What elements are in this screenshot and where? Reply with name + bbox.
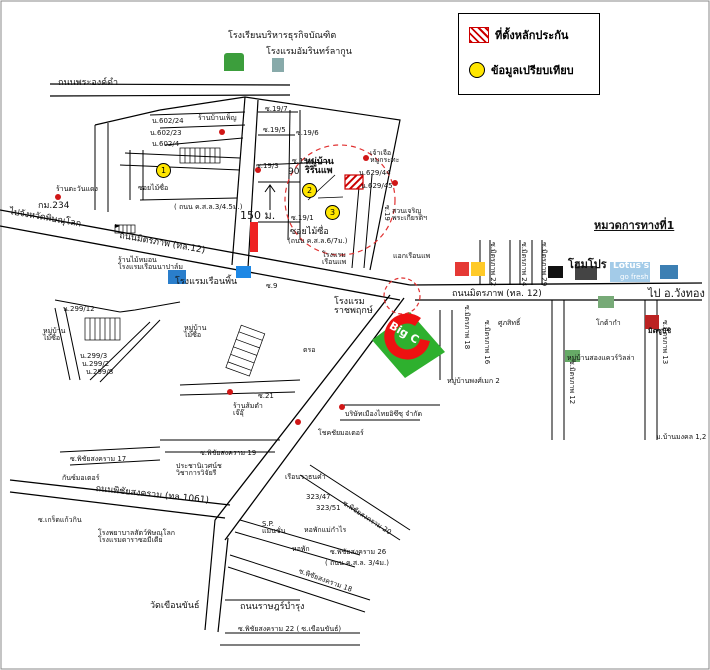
place-wat: วัดเขือนขันธ์ [150,601,200,611]
soi-ps17: ซ.พิชัยสงคราม 17 [70,455,127,463]
marker-1[interactable]: 1 [156,163,171,178]
soi-m29: ซ.มิตรภาพ 29 [540,242,548,287]
marker-3[interactable]: 3 [325,205,340,220]
place-shop-tamkhai: ร้านส้มตำ เจ๊อุ๊ [233,402,263,417]
bigc-logo [372,312,445,378]
place-hospital: โรงพยาบาลสัตว์พิษณุโลก โรงแรมดาราซอมีเดี… [98,529,176,544]
place-jiwon: เจ้าเจือ หมูกระทะ [370,149,400,164]
place-shop-kanna: กันซ์มอเตอร์ [62,474,100,482]
school-icon [224,53,244,71]
soi-19-1: ซ.19/1 [291,214,314,222]
label-150m: 150 ม. [240,209,276,222]
place-shop-taward: ร้านตะวันแดง [56,185,98,193]
soi-ps26: ซ.พิชัยสงคราม 26 [330,548,387,556]
soi-m22: ซ.มิตรภาพ 22 [489,242,497,287]
road-to-wangthong: ไป อ.วังทอง [648,287,705,300]
legend-collateral: ที่ตั้งหลักประกัน [469,26,568,44]
place-baan-porpiam: ม.บ้านมงคล 1,2 [656,433,707,441]
place-highway1: หมวดการทางที่1 [594,219,675,232]
place-village-maisue2: หมู่บ้าน ไม้ซื่อ [184,324,207,339]
soi-m16: ซ.มิตรภาพ 16 [483,320,491,365]
hotel-icon [272,58,284,72]
soi-maisue-road: (ถนน ค.ส.ล.6/7ม.) [288,237,348,245]
place-dorm-chai: หอพักแม่กำไร [304,526,347,534]
place-school-top: โรงเรียนบริหารธุรกิจบัณฑิต [228,31,337,41]
place-ekruenpae: แอกเรือนแพ [393,252,431,260]
place-kotreasure: ซ.เกร็ดแก้วกิน [38,516,82,524]
soi-19-6: ซ.19/6 [296,129,319,137]
soi-19-3: ซ.19/3 [256,162,279,170]
place-n629-45: น.629/45 [361,182,393,190]
place-village-pong: หมู่บ้านพงศ์เมก 2 [447,377,500,385]
road-ratcha-bamrung: ถนนราษฎร์บำรุง [240,602,305,612]
place-n323-51: 323/51 [316,504,341,512]
legend-comparison-label: ข้อมูลเปรียบเทียบ [491,64,574,77]
place-shop-phen: ร้านบ้านเพ็ญ [198,114,237,122]
legend-collateral-label: ที่ตั้งหลักประกัน [495,29,569,42]
place-sukhsit: ศูภสิทธิ์ [498,319,521,327]
place-village-maisue: หมู่บ้าน ไม้ซื่อ [43,327,66,342]
place-sp-mansion: S.P. แมนชั่น [262,520,286,535]
place-hotel-ruenphae: โรงแรมเรือนพิ้น [175,277,238,287]
place-dorm: หอพัก [292,545,310,553]
place-mitsu: มิตซูบิชิ [648,327,672,335]
yellow-dot-icon [469,62,485,78]
label-90: 90 [288,167,300,177]
place-lotus-sub: go fresh [620,273,649,281]
road-mittraphap-e: ถนนมิตรภาพ (ทล. 12) [452,289,542,299]
soi-ps19: ซ.พิชัยสงคราม 19 [200,449,257,457]
place-school-ruenpae: โรงแรม เรือนแพ [322,251,347,266]
place-n602-4: น.602/4 [152,140,180,148]
place-garden: สวนเจริญ พระเกียรติฯ [392,207,428,222]
place-n299-8: น.299/8 [86,368,114,376]
place-kota: โกต้ากำ [596,319,621,327]
place-n602-23: น.602/23 [150,129,182,137]
road-phra-ong-dam: ถนนพระองค์ดำ [58,78,119,88]
soi-9: ซ.9 [266,282,278,290]
place-n299-2: น.299/2 [82,360,110,368]
soi-19-4: ซ.19/4 [292,157,315,165]
soi-m18: ซ.มิตรภาพ 18 [463,305,471,350]
soi-m12: ซ.มิตรภาพ 12 [568,360,576,405]
place-n629-44: น.629/44 [359,169,391,177]
map-legend: ที่ตั้งหลักประกัน ข้อมูลเปรียบเทียบ [458,13,600,95]
soi-ps26-road: ( ถนน ค.ส.ล. 3/4ม.) [325,559,389,567]
legend-comparison: ข้อมูลเปรียบเทียบ [469,61,574,79]
place-prachaniwet: ประชานิเวศน์ช วิชาการวิจัยรี [176,462,222,477]
place-lotus: Lotus's [613,261,650,271]
soi-maisue: ซอยไม้ซื่อ [290,227,329,237]
hatch-swatch-icon [469,27,489,43]
place-n299-12: น.299/12 [63,305,95,313]
place-village-rinpa: หมู่บ้าน ริรินแพ [305,157,334,176]
place-village-songkhwae: หมู่บ้านสองแควร์วิลล่า [567,354,635,362]
road-km234: กม.234 [38,201,70,211]
place-n602-24: น.602/24 [152,117,184,125]
soi-21: ซ.21 [258,392,274,400]
place-hotel-rachapruek: โรงแรม ราชพฤกษ์ [334,297,373,316]
place-homepro: โฮมโปร [568,258,607,271]
soi-m19: ซ.19 [383,205,391,221]
place-n299-3: น.299/3 [80,352,108,360]
soi-19-5: ซ.19/5 [263,126,286,134]
soi-m24: ซ.มิตรภาพ 24 [520,242,528,287]
place-soi-maisue: ซอยไม้ซื่อ [138,184,169,192]
road-6-5m: ( ถนน ค.ส.ล.3/4.5ม.) [174,203,243,211]
place-shop-mainam: ร้านไม้หมอน โรงแรมเรือนนาปาล์ม [118,256,183,271]
place-n323-47: 323/47 [306,493,331,501]
soi-19-7: ซ.19/7 [265,105,288,113]
place-hotel-amarin: โรงแรมอัมรินทร์ลากูน [266,47,352,57]
place-stech: โชคชัยมอเตอร์ [318,429,364,437]
place-post: ตรอ [303,346,316,354]
soi-ps22: ซ.พิชัยสงคราม 22 ( ซ.เขือนขันธ์) [238,625,342,633]
marker-2[interactable]: 2 [302,183,317,198]
place-ruenwatana: เรือนวาธนคำ [285,473,326,481]
place-company: บริษัทเมืองไทยอิซึซุ จำกัด [345,410,423,418]
